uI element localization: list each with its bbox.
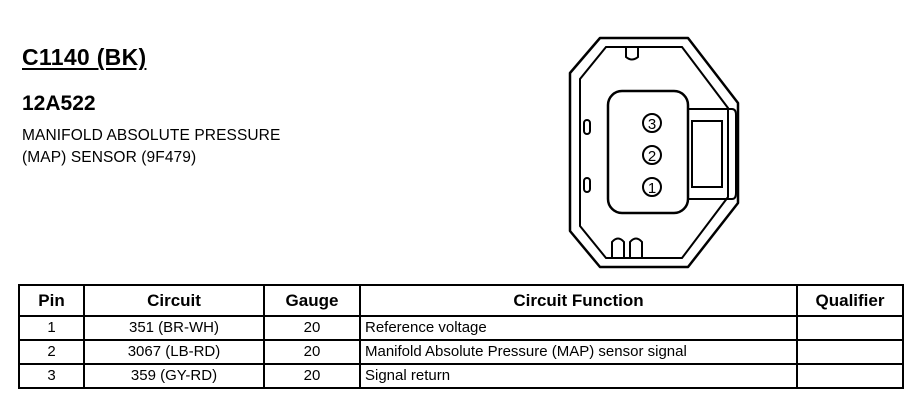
cell-circuit: 351 (BR-WH) bbox=[83, 315, 265, 341]
header-circuit-function: Circuit Function bbox=[359, 284, 798, 317]
side-slot-top bbox=[583, 119, 591, 135]
pin-1-label: 1 bbox=[648, 180, 656, 197]
cell-pin: 2 bbox=[18, 339, 85, 365]
table-row: 2 3067 (LB-RD) 20 Manifold Absolute Pres… bbox=[18, 339, 904, 365]
pinout-table: Pin Circuit Gauge Circuit Function Quali… bbox=[18, 284, 904, 389]
pin-2-label: 2 bbox=[648, 148, 656, 165]
top-latch-notch bbox=[625, 47, 639, 61]
cell-qualifier bbox=[796, 363, 904, 389]
table-row: 1 351 (BR-WH) 20 Reference voltage bbox=[18, 315, 904, 341]
cell-pin: 3 bbox=[18, 363, 85, 389]
cell-circuit: 359 (GY-RD) bbox=[83, 363, 265, 389]
connector-housing-inner bbox=[579, 46, 729, 259]
header-pin: Pin bbox=[18, 284, 85, 317]
pin-3-label: 3 bbox=[648, 116, 656, 133]
cell-gauge: 20 bbox=[263, 363, 361, 389]
cell-gauge: 20 bbox=[263, 339, 361, 365]
table-row: 3 359 (GY-RD) 20 Signal return bbox=[18, 363, 904, 389]
header-gauge: Gauge bbox=[263, 284, 361, 317]
cell-function: Reference voltage bbox=[359, 315, 798, 341]
part-number: 12A522 bbox=[22, 92, 96, 115]
lock-tab bbox=[688, 108, 737, 200]
cell-circuit: 3067 (LB-RD) bbox=[83, 339, 265, 365]
component-description-line2: (MAP) SENSOR (9F479) bbox=[22, 149, 197, 166]
cell-qualifier bbox=[796, 339, 904, 365]
bottom-latch-tabs bbox=[611, 237, 643, 258]
cell-qualifier bbox=[796, 315, 904, 341]
pin-1-circle bbox=[642, 177, 662, 197]
connector-housing-outer bbox=[568, 36, 740, 269]
lock-tab-window bbox=[691, 120, 723, 188]
connector-id: C1140 (BK) bbox=[22, 44, 147, 70]
connector-face-diagram: 3 2 1 bbox=[568, 36, 740, 269]
component-description-line1: MANIFOLD ABSOLUTE PRESSURE bbox=[22, 127, 281, 144]
cell-pin: 1 bbox=[18, 315, 85, 341]
pin-2-circle bbox=[642, 145, 662, 165]
pin-3-circle bbox=[642, 113, 662, 133]
header-circuit: Circuit bbox=[83, 284, 265, 317]
cell-gauge: 20 bbox=[263, 315, 361, 341]
header-qualifier: Qualifier bbox=[796, 284, 904, 317]
side-slot-bottom bbox=[583, 177, 591, 193]
terminal-cavity bbox=[606, 89, 690, 215]
cell-function: Manifold Absolute Pressure (MAP) sensor … bbox=[359, 339, 798, 365]
table-header-row: Pin Circuit Gauge Circuit Function Quali… bbox=[18, 284, 904, 317]
cell-function: Signal return bbox=[359, 363, 798, 389]
